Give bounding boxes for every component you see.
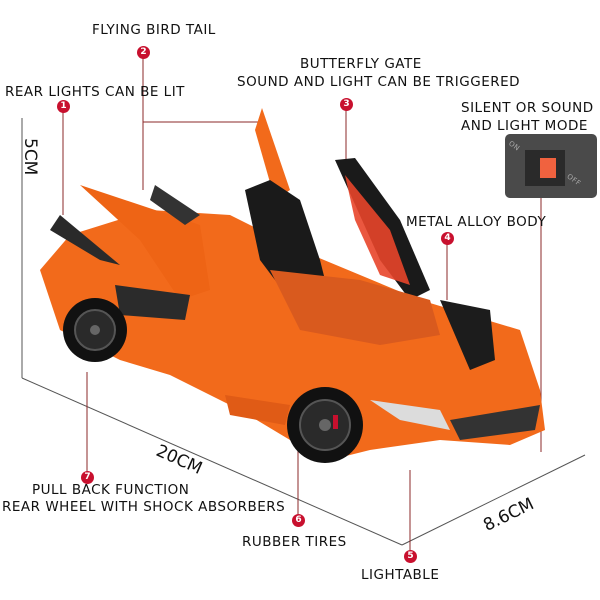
feature-number-7: 7 bbox=[81, 471, 94, 484]
feature-label-7-line1: PULL BACK FUNCTION bbox=[32, 482, 190, 498]
feature-label-2: FLYING BIRD TAIL bbox=[92, 22, 216, 38]
feature-number-5: 5 bbox=[404, 550, 417, 563]
mode-label-line2: AND LIGHT MODE bbox=[461, 118, 588, 134]
feature-number-3: 3 bbox=[340, 98, 353, 111]
feature-number-6: 6 bbox=[292, 514, 305, 527]
car bbox=[40, 108, 545, 463]
feature-label-6: RUBBER TIRES bbox=[242, 534, 347, 550]
feature-number-1: 1 bbox=[57, 100, 70, 113]
feature-number-4: 4 bbox=[441, 232, 454, 245]
dimension-lines bbox=[21, 118, 586, 546]
feature-label-3-line2: SOUND AND LIGHT CAN BE TRIGGERED bbox=[237, 74, 521, 90]
feature-label-1: REAR LIGHTS CAN BE LIT bbox=[5, 84, 185, 100]
mode-switch-inset bbox=[505, 134, 597, 198]
feature-label-3-line1: BUTTERFLY GATE bbox=[300, 56, 422, 72]
feature-label-4: METAL ALLOY BODY bbox=[406, 214, 547, 230]
feature-number-2: 2 bbox=[137, 46, 150, 59]
feature-label-5: LIGHTABLE bbox=[361, 567, 440, 583]
height-dimension: 5CM bbox=[20, 138, 40, 176]
feature-label-7-line2: REAR WHEEL WITH SHOCK ABSORBERS bbox=[2, 499, 286, 515]
mode-label-line1: SILENT OR SOUND bbox=[461, 100, 594, 116]
